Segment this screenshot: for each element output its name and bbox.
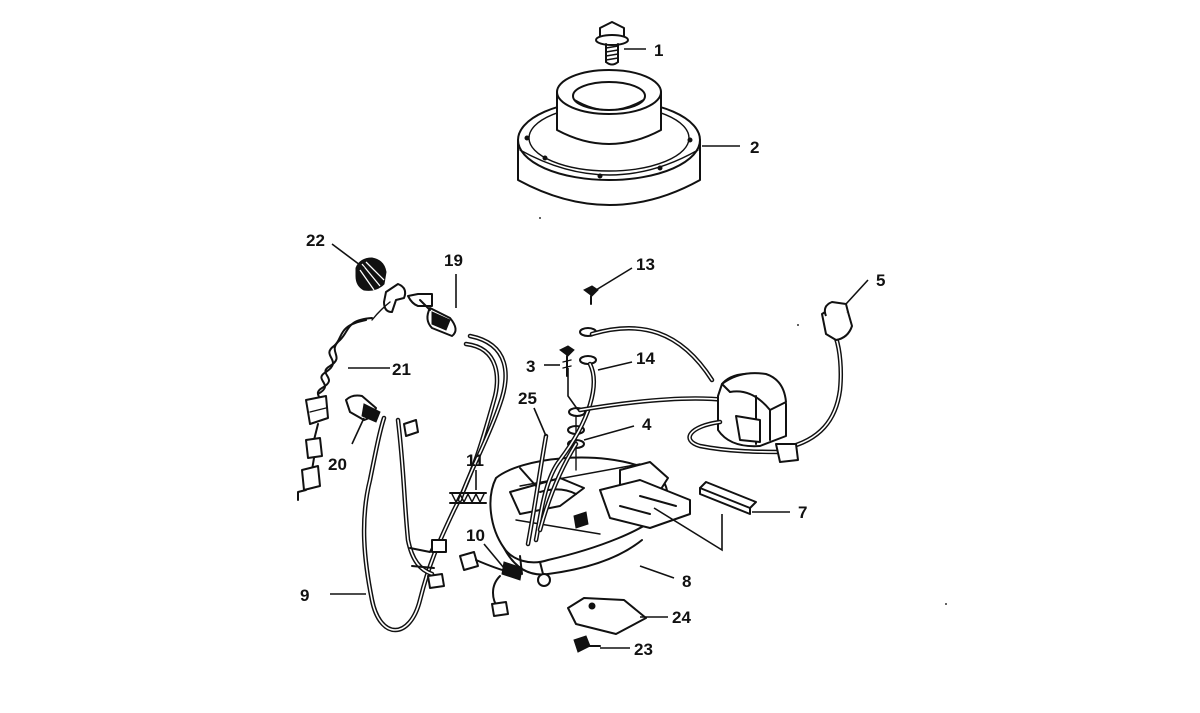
part-3-screw	[559, 345, 575, 377]
callout-7: 7	[798, 503, 807, 522]
callout-3: 3	[526, 357, 535, 376]
part-1-flywheel-bolt	[595, 21, 629, 66]
callout-19: 19	[444, 251, 463, 270]
part-11-spring	[449, 492, 487, 504]
callout-1: 1	[654, 41, 663, 60]
callout-11: 11	[466, 451, 484, 470]
callout-22: 22	[306, 231, 325, 250]
part-13-screw	[583, 285, 599, 305]
scan-specks	[539, 217, 947, 605]
part-14-lead-wire	[533, 326, 729, 543]
part-25-wire-lead	[525, 433, 579, 547]
callout-21: 21	[392, 360, 411, 379]
callout-labels: 1 2 3 4 5 7 8 9 10 11 13 14 19 20 21 22 …	[300, 41, 885, 659]
part-7-key	[699, 481, 757, 515]
part-21-lanyard	[297, 283, 407, 501]
part-9-wiring-harness	[361, 333, 508, 633]
callout-10: 10	[466, 526, 485, 545]
callout-25: 25	[518, 389, 537, 408]
part-8-stator-plate	[489, 456, 691, 587]
part-23-screw	[573, 635, 601, 653]
callout-5: 5	[876, 271, 885, 290]
part-20-connector	[345, 394, 381, 423]
part-10-grommet	[459, 551, 523, 617]
callout-24: 24	[672, 608, 691, 627]
callout-8: 8	[682, 572, 691, 591]
part-24-plate	[567, 597, 647, 635]
leader-lines	[330, 48, 869, 649]
callout-14: 14	[636, 349, 655, 368]
callout-23: 23	[634, 640, 653, 659]
callout-2: 2	[750, 138, 759, 157]
part-2-flywheel	[517, 69, 701, 206]
callout-20: 20	[328, 455, 347, 474]
callout-4: 4	[642, 415, 652, 434]
part-5-ignition-coil	[687, 301, 853, 463]
part-22-switch-cap	[355, 257, 387, 291]
part-19-stop-switch	[407, 293, 457, 337]
callout-9: 9	[300, 586, 309, 605]
callout-13: 13	[636, 255, 655, 274]
